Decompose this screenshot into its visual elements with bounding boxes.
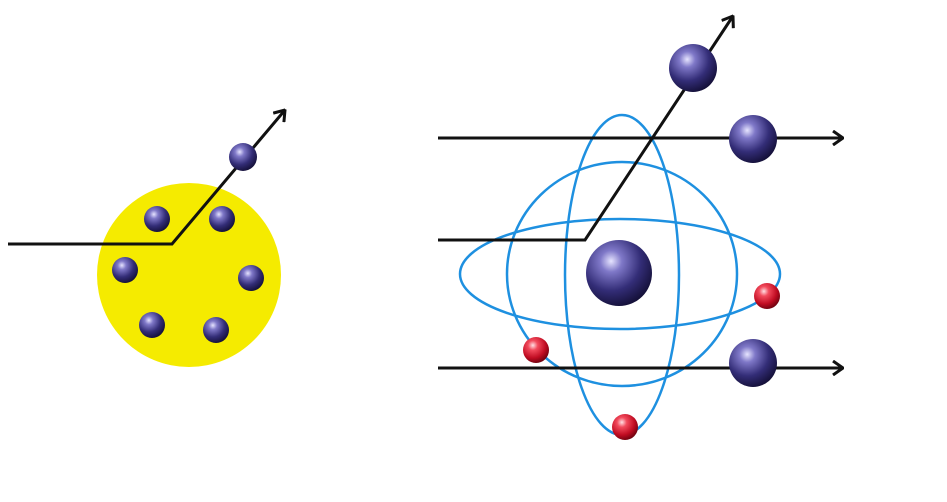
electron <box>754 283 780 309</box>
passing-particle-top <box>729 115 777 163</box>
embedded-particle <box>203 317 229 343</box>
embedded-particle <box>139 312 165 338</box>
electron <box>523 337 549 363</box>
deflected-particle <box>669 44 717 92</box>
embedded-particle <box>112 257 138 283</box>
embedded-particle <box>238 265 264 291</box>
orbit-horizontal <box>458 217 782 331</box>
embedded-particles <box>112 206 264 343</box>
deflected-path <box>438 16 733 242</box>
nuclear-atom-model <box>438 16 843 440</box>
embedded-particle <box>144 206 170 232</box>
electrons <box>523 283 780 440</box>
embedded-particle <box>209 206 235 232</box>
electron-orbits <box>458 113 782 437</box>
orbit-round <box>505 160 739 388</box>
electron <box>612 414 638 440</box>
nucleus <box>586 240 652 306</box>
passing-particle-bottom <box>729 339 777 387</box>
deflected-particle <box>229 143 257 171</box>
plum-pudding-model <box>8 110 285 367</box>
